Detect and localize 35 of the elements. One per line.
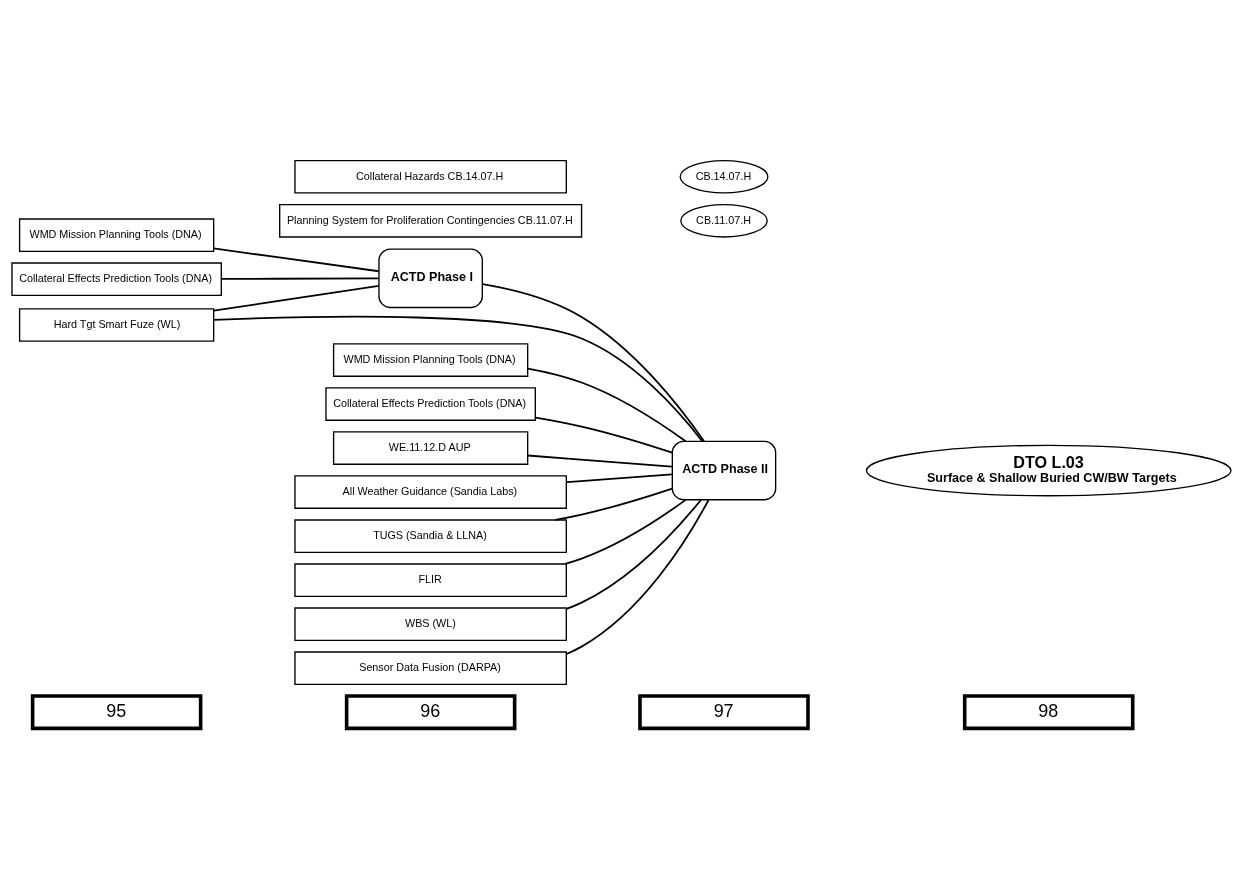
connector <box>564 498 687 565</box>
connector <box>481 282 705 442</box>
node-box: FLIR <box>294 562 567 597</box>
connector <box>534 416 674 454</box>
node-box: Collateral Effects Prediction Tools (DNA) <box>325 386 536 421</box>
node-box: ACTD Phase II <box>671 440 777 500</box>
node-box: WBS (WL) <box>294 606 567 641</box>
node-box: Planning System for Proliferation Contingencies CB.11.07.H <box>279 203 583 238</box>
connector <box>565 472 673 483</box>
node-ellipse: CB.14.07.H <box>679 159 769 194</box>
node-box: Collateral Hazards CB.14.07.H <box>294 159 567 194</box>
node-box: Collateral Effects Prediction Tools (DNA) <box>11 261 222 296</box>
node-box: 98 <box>962 693 1135 730</box>
connector <box>554 487 674 521</box>
node-box: WMD Mission Planning Tools (DNA) <box>18 217 215 252</box>
node-box: All Weather Guidance (Sandia Labs) <box>294 474 567 509</box>
connector <box>526 367 687 442</box>
node-ellipse: CB.11.07.H <box>680 203 768 238</box>
node-box: Hard Tgt Smart Fuze (WL) <box>18 307 215 342</box>
node-box: Sensor Data Fusion (DARPA) <box>294 650 567 685</box>
node-box: 95 <box>30 693 203 730</box>
node-ellipse: DTO L.03 Surface & Shallow Buried CW/BW Targets <box>865 444 1232 496</box>
node-box: WMD Mission Planning Tools (DNA) <box>332 342 529 377</box>
connector <box>212 315 704 442</box>
connector <box>526 454 673 467</box>
connector <box>220 277 380 280</box>
node-box: 97 <box>638 693 810 730</box>
node-box: WE.11.12.D AUP <box>332 430 529 465</box>
node-box: 96 <box>344 693 517 730</box>
node-box: TUGS (Sandia & LLNA) <box>294 518 567 553</box>
connector <box>565 498 710 655</box>
node-box: ACTD Phase I <box>378 247 483 308</box>
connector <box>212 247 380 272</box>
connector <box>565 498 702 610</box>
connector <box>212 284 380 311</box>
